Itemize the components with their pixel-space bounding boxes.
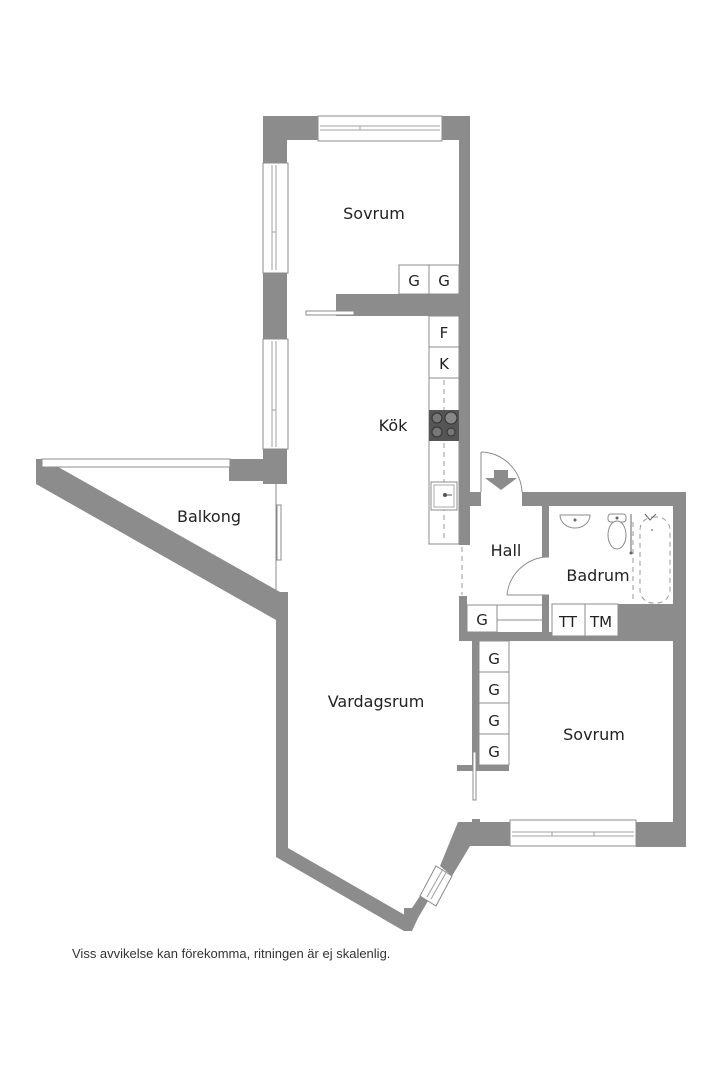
window-bottom-bedroom xyxy=(509,819,637,847)
entrance-arrow-icon xyxy=(485,470,517,490)
entrance-door[interactable] xyxy=(480,451,523,493)
room-label-badrum: Badrum xyxy=(566,566,629,585)
window-top-bedroom-north xyxy=(317,115,443,142)
washbasin-icon xyxy=(559,514,591,529)
room-label-balkong: Balkong xyxy=(177,507,241,526)
bathroom-fixtures xyxy=(559,513,671,604)
wardrobe-label: G xyxy=(408,272,420,290)
window-kitchen-west xyxy=(262,338,289,450)
room-label-sovrum-bottom: Sovrum xyxy=(563,725,625,744)
room-label-kok: Kök xyxy=(379,416,408,435)
room-label-hall: Hall xyxy=(491,541,522,560)
bathroom-door[interactable] xyxy=(506,556,550,596)
disclaimer-text: Viss avvikelse kan förekomma, ritningen … xyxy=(72,946,391,961)
sink-icon xyxy=(430,481,458,511)
walls-hall xyxy=(459,480,686,847)
balcony-door[interactable] xyxy=(276,504,282,561)
wardrobes-bottom-bedroom xyxy=(478,640,510,766)
stove-icon xyxy=(429,410,459,441)
window-living-room xyxy=(419,865,453,907)
wardrobe-label: G xyxy=(488,650,500,668)
bathtub-icon xyxy=(632,513,671,604)
tumble-dryer-label: TT xyxy=(558,613,578,631)
walls-bottom-bedroom xyxy=(457,640,686,847)
washing-machine-label: TM xyxy=(589,613,612,631)
sliding-door-top-bedroom[interactable] xyxy=(305,310,355,316)
toilet-icon xyxy=(607,513,627,550)
hall-wardrobe-label: G xyxy=(476,611,488,629)
wardrobe-label: G xyxy=(438,272,450,290)
wardrobe-label: G xyxy=(488,712,500,730)
room-label-sovrum-top: Sovrum xyxy=(343,204,405,223)
wardrobe-label: G xyxy=(488,743,500,761)
fridge-label: F xyxy=(440,324,449,342)
balcony xyxy=(36,458,288,620)
walls-living-room xyxy=(276,592,512,931)
room-label-vardagsrum: Vardagsrum xyxy=(328,692,425,711)
sliding-door-bottom-bedroom[interactable] xyxy=(472,751,477,801)
freezer-label: K xyxy=(439,355,450,373)
wardrobe-label: G xyxy=(488,681,500,699)
window-top-bedroom-west xyxy=(262,162,289,274)
